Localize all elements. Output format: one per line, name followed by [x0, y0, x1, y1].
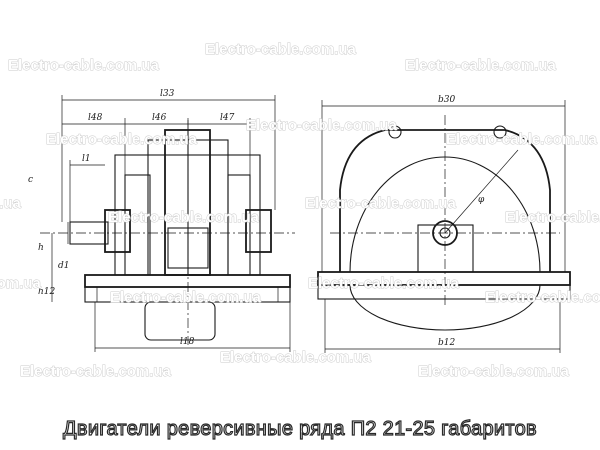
watermark-text: Electro-cable.com.ua: [446, 131, 598, 148]
front-lift-eye-right: [493, 125, 507, 139]
watermark-text: Electro-cable.com.ua: [46, 131, 198, 148]
label-b30: b30: [438, 95, 455, 105]
watermark-layer: Electro-cable.com.ua Electro-cable.com.u…: [0, 41, 600, 381]
label-h: h: [38, 243, 44, 253]
front-boss: [417, 224, 474, 273]
side-view: l33 l48 l46 l47 l1 h d1 h12 c l18: [28, 89, 295, 352]
watermark-text: Electro-cable.com.ua: [418, 363, 570, 380]
label-l33: l33: [160, 89, 175, 99]
label-h12: h12: [38, 287, 56, 297]
label-d1: d1: [58, 261, 70, 271]
label-l47: l47: [220, 113, 235, 123]
side-left-bearing: [104, 209, 131, 253]
label-l46: l46: [152, 113, 167, 123]
front-view: φ b30 b12: [317, 95, 571, 353]
drawing-caption: Двигатели реверсивные ряда П2 21-25 габа…: [62, 417, 537, 440]
side-right-cap: [227, 174, 251, 276]
front-base-foot: [317, 284, 571, 300]
watermark-text: Electro-cable.com.ua: [308, 275, 460, 292]
watermark-text: Electro-cable.com.ua: [485, 289, 600, 306]
watermark-text: Electro-cable.com.ua: [505, 209, 600, 226]
watermark-text: Electro-cable.com.ua: [8, 57, 160, 74]
side-lower-drum: [144, 301, 216, 341]
label-phi: φ: [478, 195, 485, 205]
side-right-bearing: [245, 209, 272, 253]
label-c: c: [28, 175, 33, 185]
watermark-text: Electro-cable.com.ua: [246, 117, 398, 134]
watermark-text: Electro-cable.com.ua: [20, 363, 172, 380]
watermark-text: Electro-cable.com.ua: [405, 57, 557, 74]
front-lift-eye-left: [388, 125, 402, 139]
label-l18: l18: [180, 337, 195, 347]
side-left-cap: [124, 174, 151, 276]
front-lower-arc: [349, 284, 541, 331]
side-base-plate: [84, 274, 291, 288]
label-l1: l1: [82, 154, 91, 164]
watermark-text: Electro-cable.com.ua: [110, 289, 262, 306]
label-l48: l48: [88, 113, 103, 123]
watermark-text: Electro-cable.com.ua: [0, 195, 22, 212]
label-b12: b12: [438, 338, 455, 348]
watermark-text: Electro-cable.com.ua: [108, 209, 260, 226]
watermark-text: Electro-cable.com.ua: [305, 195, 457, 212]
dim-phi-line: [444, 149, 519, 234]
watermark-text: Electro-cable.com.ua: [220, 349, 372, 366]
watermark-text: Electro-cable.com.ua: [205, 41, 357, 58]
watermark-text: Electro-cable.com.ua: [0, 275, 42, 292]
